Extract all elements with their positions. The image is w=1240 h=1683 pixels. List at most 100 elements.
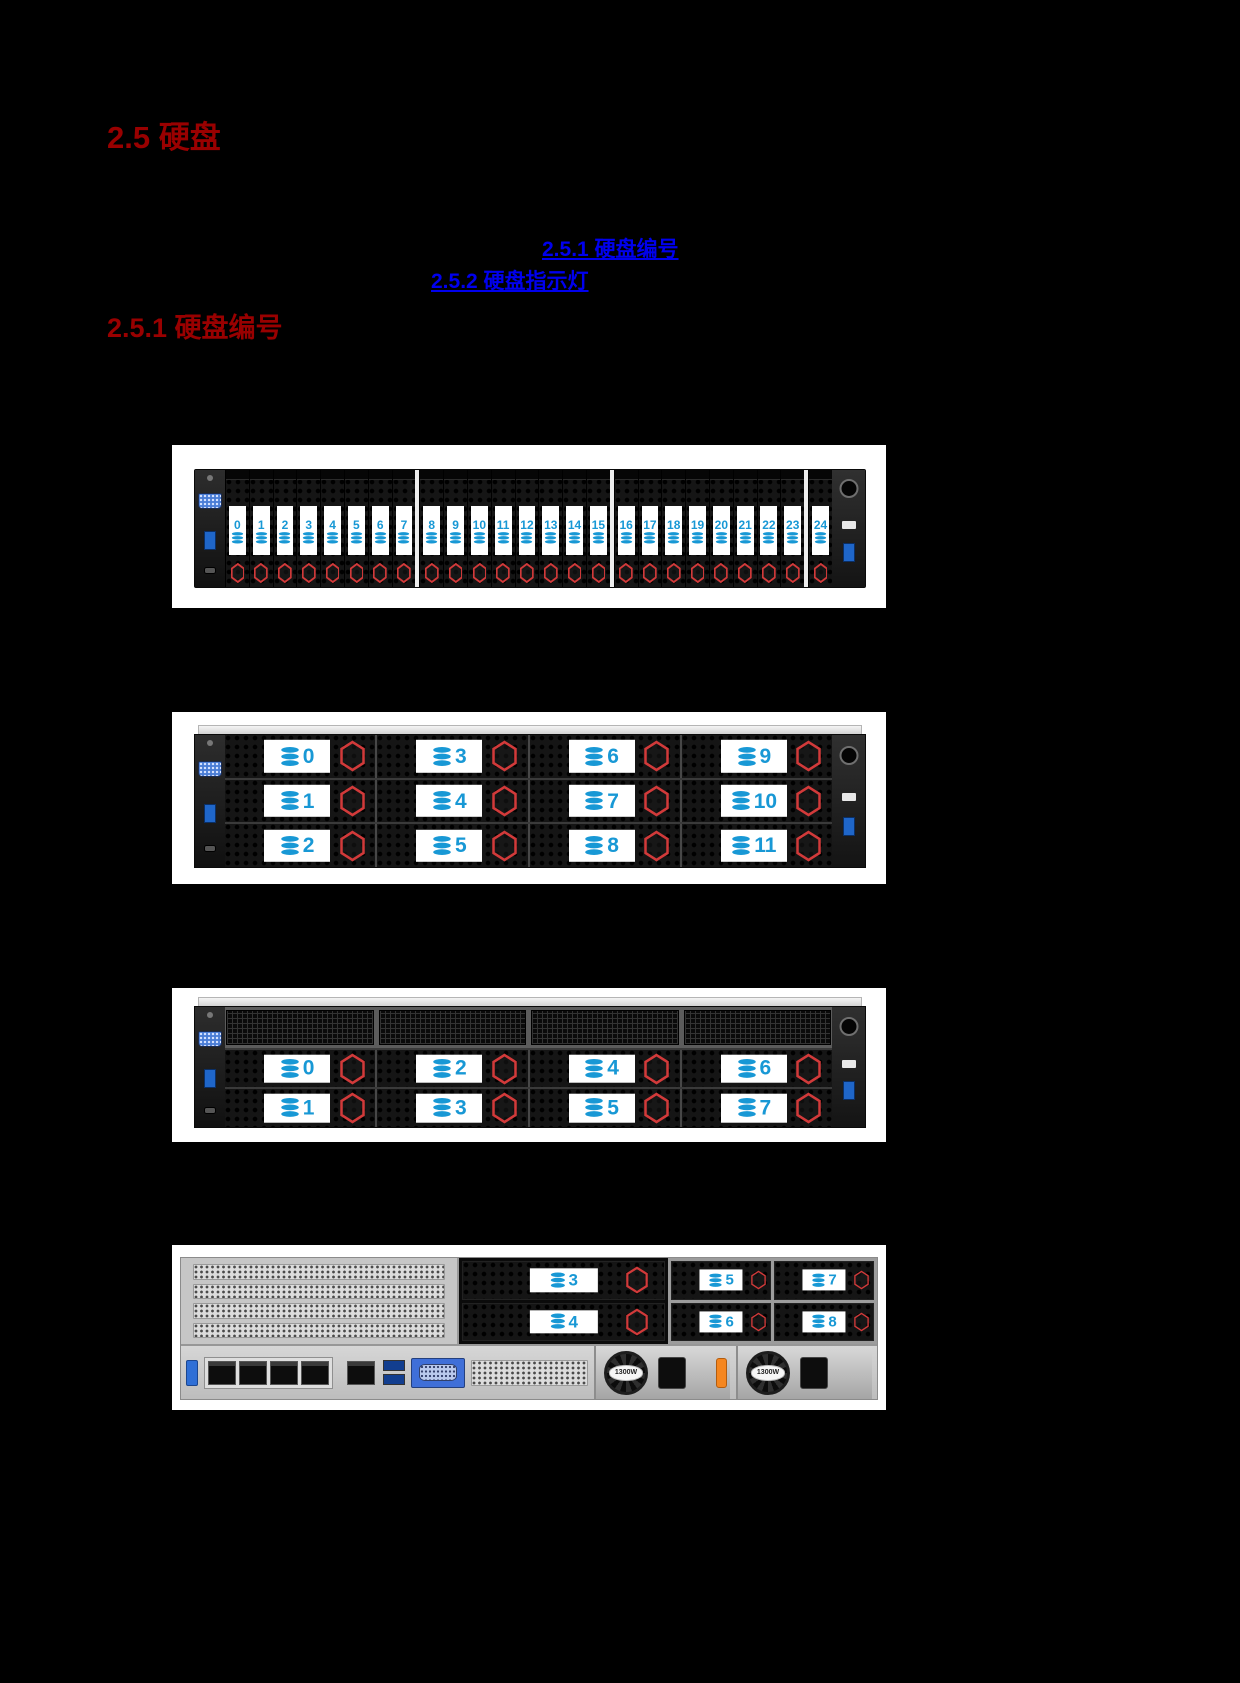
drive-bay: 3 — [375, 735, 528, 778]
drive-number: 7 — [400, 517, 408, 532]
disk-icon — [280, 791, 300, 811]
latch-hexagon-icon — [738, 562, 752, 584]
bay-latch — [273, 470, 297, 480]
vent-grille-icon — [683, 1010, 831, 1045]
drive-bay: 6 — [679, 1049, 832, 1088]
drive-bay: 9 — [679, 735, 832, 778]
drive-number: 0 — [302, 744, 315, 768]
drive-bay: 11 — [490, 470, 515, 587]
drive-number: 24 — [813, 517, 828, 532]
drive-label: 13 — [542, 506, 560, 556]
drive-bay: 22 — [756, 470, 781, 587]
chassis-divider — [415, 470, 420, 587]
ethernet-port — [270, 1360, 298, 1385]
power-button-icon — [839, 1016, 858, 1036]
drive-bay: 4 — [462, 1302, 666, 1341]
front-right-panel — [832, 1007, 865, 1127]
drive-label: 0 — [264, 1054, 331, 1083]
drive-label: 10 — [720, 784, 787, 818]
disk-icon — [737, 746, 757, 766]
drive-bay: 10 — [466, 470, 491, 587]
toc-link-disk-indicators[interactable]: 2.5.2 硬盘指示灯 — [431, 270, 589, 293]
drive-number: 6 — [376, 517, 384, 532]
drive-bay: 23 — [780, 470, 805, 587]
latch-hexagon-icon — [785, 562, 800, 584]
disk-icon — [432, 835, 452, 856]
disk-icon — [762, 531, 775, 544]
drive-bay: 7 — [527, 779, 680, 823]
screw-icon — [207, 1011, 213, 1018]
drive-bay: 17 — [637, 470, 662, 587]
disk-icon — [432, 1098, 452, 1118]
pcie-slot-blank — [471, 1359, 588, 1386]
drive-number: 0 — [234, 517, 241, 532]
bay-latch — [539, 470, 563, 480]
drive-number: 22 — [762, 517, 776, 532]
bay-latch — [614, 470, 638, 480]
drive-number: 21 — [738, 517, 752, 532]
bay-latch — [809, 470, 832, 480]
disk-icon — [280, 835, 300, 856]
drive-bay: 20 — [708, 470, 733, 587]
latch-hexagon-icon — [339, 830, 365, 862]
disk-icon — [584, 746, 604, 766]
disk-icon — [280, 1098, 300, 1118]
drive-bay: 1 — [248, 470, 273, 587]
latch-hexagon-icon — [644, 785, 669, 817]
drive-label: 7 — [802, 1269, 846, 1291]
bay-latch — [638, 470, 662, 480]
power-button-icon — [839, 479, 858, 499]
drive-bay: 11 — [679, 824, 832, 868]
indicator-slot — [841, 1059, 856, 1068]
disk-icon — [708, 1314, 722, 1329]
disk-icon — [708, 1273, 722, 1287]
drive-label: 1 — [264, 1093, 331, 1123]
power-inlet — [800, 1356, 828, 1389]
indicator-slot — [841, 521, 856, 530]
drive-number: 8 — [607, 834, 619, 858]
disk-icon — [280, 746, 300, 766]
drive-label: 0 — [228, 506, 246, 556]
psu-release-tab — [716, 1357, 727, 1388]
drive-label: 15 — [589, 506, 607, 556]
bay-latch — [733, 470, 757, 480]
usb-port — [204, 1069, 216, 1089]
drive-number: 7 — [607, 789, 619, 813]
latch-hexagon-icon — [854, 1312, 869, 1332]
drive-label: 5 — [347, 506, 365, 556]
latch-hexagon-icon — [339, 1092, 365, 1124]
drive-bay: 18 — [661, 470, 686, 587]
latch-hexagon-icon — [644, 1053, 669, 1085]
drive-bay: 3 — [296, 470, 321, 587]
latch-hexagon-icon — [520, 562, 534, 584]
drive-label: 9 — [720, 740, 787, 773]
latch-hexagon-icon — [254, 562, 269, 584]
latch-hexagon-icon — [796, 740, 822, 772]
bay-latch — [420, 470, 444, 480]
drive-number: 5 — [725, 1271, 734, 1289]
drive-label: 9 — [447, 506, 464, 556]
drive-bay: 7 — [679, 1089, 832, 1128]
drive-bay: 6 — [527, 735, 680, 778]
drive-bay: 5 — [527, 1089, 680, 1128]
indicator-slot — [841, 793, 856, 802]
usb-port — [842, 542, 855, 562]
vent-row — [225, 1007, 832, 1048]
drive-number: 4 — [568, 1312, 579, 1332]
bay-latch — [757, 470, 781, 480]
toc-link-disk-numbering[interactable]: 2.5.1 硬盘编号 — [542, 238, 679, 261]
disk-icon — [473, 531, 486, 544]
drive-bay: 14 — [562, 470, 586, 587]
disk-icon — [449, 531, 462, 544]
drive-label: 22 — [760, 506, 778, 556]
pcie-slot-blank — [193, 1322, 446, 1338]
drive-bay: 5 — [375, 824, 528, 868]
drive-label: 8 — [802, 1311, 846, 1333]
drive-number: 1 — [302, 1096, 315, 1120]
drive-label: 23 — [784, 506, 802, 556]
